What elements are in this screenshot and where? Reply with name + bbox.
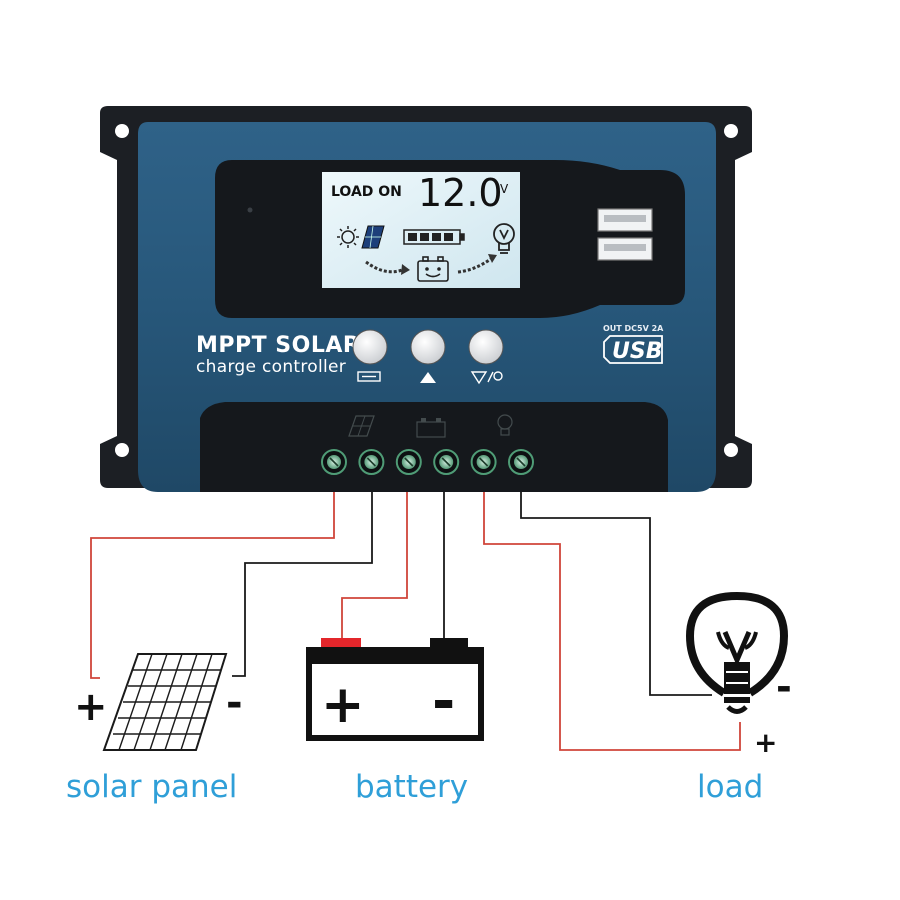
terminals xyxy=(321,449,534,475)
lcd-voltage-unit: V xyxy=(500,182,509,196)
bulb-icon xyxy=(685,591,789,714)
wire-solar-negative xyxy=(232,492,373,677)
lcd-voltage-value: 12.0 xyxy=(418,171,503,215)
screw-terminal[interactable] xyxy=(395,449,422,475)
solar-panel: + - solar panel xyxy=(66,653,243,805)
brand-subtitle: charge controller xyxy=(196,357,346,377)
solar-panel-icon xyxy=(102,653,228,751)
load-label: load xyxy=(697,769,763,805)
lcd-charge-arrow-icon xyxy=(365,260,410,275)
battery-label: battery xyxy=(355,769,468,805)
lcd-battery-level-icon xyxy=(403,229,465,245)
wire-battery-positive xyxy=(341,492,408,640)
load: - + load xyxy=(685,591,792,805)
screw-terminal[interactable] xyxy=(358,449,385,475)
down-arrow-bulb-icon xyxy=(470,371,503,385)
lcd-solar-panel-icon xyxy=(361,225,385,249)
terminal-battery-icon xyxy=(416,418,446,438)
battery-icon xyxy=(306,638,484,741)
battery-plus-sign: + xyxy=(321,675,365,735)
wire-load-negative xyxy=(520,492,712,696)
lcd-battery-face-icon xyxy=(417,256,449,282)
up-arrow-icon xyxy=(420,372,436,383)
screw-terminal[interactable] xyxy=(321,449,347,475)
lcd-sun-icon xyxy=(337,226,359,248)
screw-terminal[interactable] xyxy=(508,449,534,475)
down-button[interactable] xyxy=(468,329,504,365)
lcd-discharge-arrow-icon xyxy=(457,254,497,274)
lcd-bulb-icon xyxy=(493,223,515,254)
mounting-hole xyxy=(724,443,738,457)
mounting-hole xyxy=(115,124,129,138)
wire-load-positive xyxy=(483,492,741,751)
brand-title: MPPT SOLAR xyxy=(196,333,360,358)
menu-icon xyxy=(357,371,381,382)
screw-terminal[interactable] xyxy=(433,449,460,475)
terminal-solar-panel-icon xyxy=(348,415,375,437)
screw-terminal[interactable] xyxy=(470,449,497,475)
solar-plus-sign: + xyxy=(74,684,108,730)
battery: + - battery xyxy=(306,638,484,805)
mounting-hole xyxy=(724,124,738,138)
usb-logo-text: USB xyxy=(612,339,662,364)
usb-logo: USB xyxy=(603,335,663,364)
battery-minus-sign: - xyxy=(432,669,455,734)
up-button[interactable] xyxy=(410,329,446,365)
usb-spec-label: OUT DC5V 2A xyxy=(603,324,664,333)
lcd-status-text: LOAD ON xyxy=(331,184,402,200)
wire-solar-positive xyxy=(90,492,335,679)
load-minus-sign: - xyxy=(776,665,792,709)
charge-controller: LOAD ON 12.0 V xyxy=(100,106,752,492)
terminal-block xyxy=(200,402,668,492)
mounting-hole xyxy=(115,443,129,457)
terminal-bulb-icon xyxy=(497,414,513,436)
menu-button[interactable] xyxy=(352,329,388,365)
solar-panel-label: solar panel xyxy=(66,769,237,805)
usb-ports xyxy=(597,208,653,261)
indicator-led xyxy=(247,207,253,213)
wires xyxy=(90,492,741,751)
solar-minus-sign: - xyxy=(226,680,243,726)
load-plus-sign: + xyxy=(754,726,777,759)
